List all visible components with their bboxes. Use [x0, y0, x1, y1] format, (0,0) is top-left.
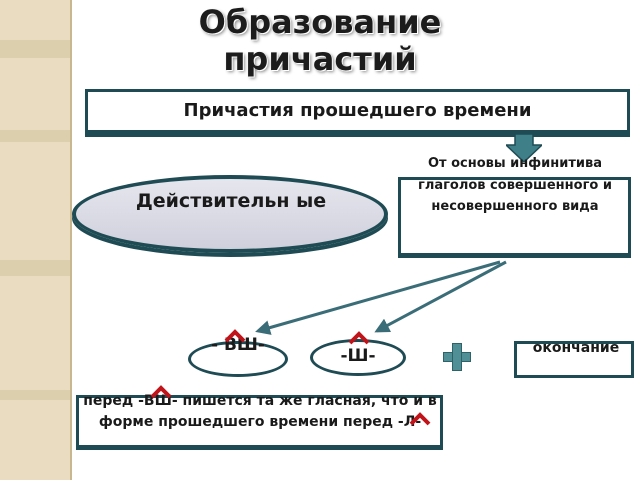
plus-icon: [444, 344, 470, 370]
down-arrow-icon: [506, 134, 542, 162]
ending-label: окончание: [532, 340, 620, 356]
slide-title: Образование причастий: [198, 3, 442, 78]
caret-up-icon: [224, 329, 246, 343]
infinitive-stem-text: От основы инфинитива глаголов совершенно…: [418, 156, 612, 214]
rule-note-box: [76, 395, 443, 448]
decorative-side-strip: [0, 0, 70, 480]
arrow-to-vsh: [255, 260, 501, 335]
caret-up-icon: [348, 331, 370, 345]
infinitive-stem-box: [398, 177, 631, 256]
suffix-vsh-oval: [188, 341, 288, 377]
active-participle-oval: [72, 175, 388, 253]
suffix-vsh-label: - ВШ-: [211, 335, 265, 355]
side-strip-edge: [70, 0, 72, 480]
suffix-sh-oval: [310, 339, 406, 376]
suffix-sh-label: -Ш-: [340, 346, 376, 366]
subtitle-box: Причастия прошедшего времени: [85, 89, 630, 133]
ending-box: [514, 341, 634, 378]
arrow-to-sh: [374, 260, 507, 333]
rule-note-text: перед -ВШ- пишется та же гласная, что и …: [83, 393, 437, 430]
caret-up-icon: [409, 412, 431, 426]
caret-up-icon: [150, 385, 172, 399]
active-participle-label: Действительн ые: [135, 190, 327, 212]
